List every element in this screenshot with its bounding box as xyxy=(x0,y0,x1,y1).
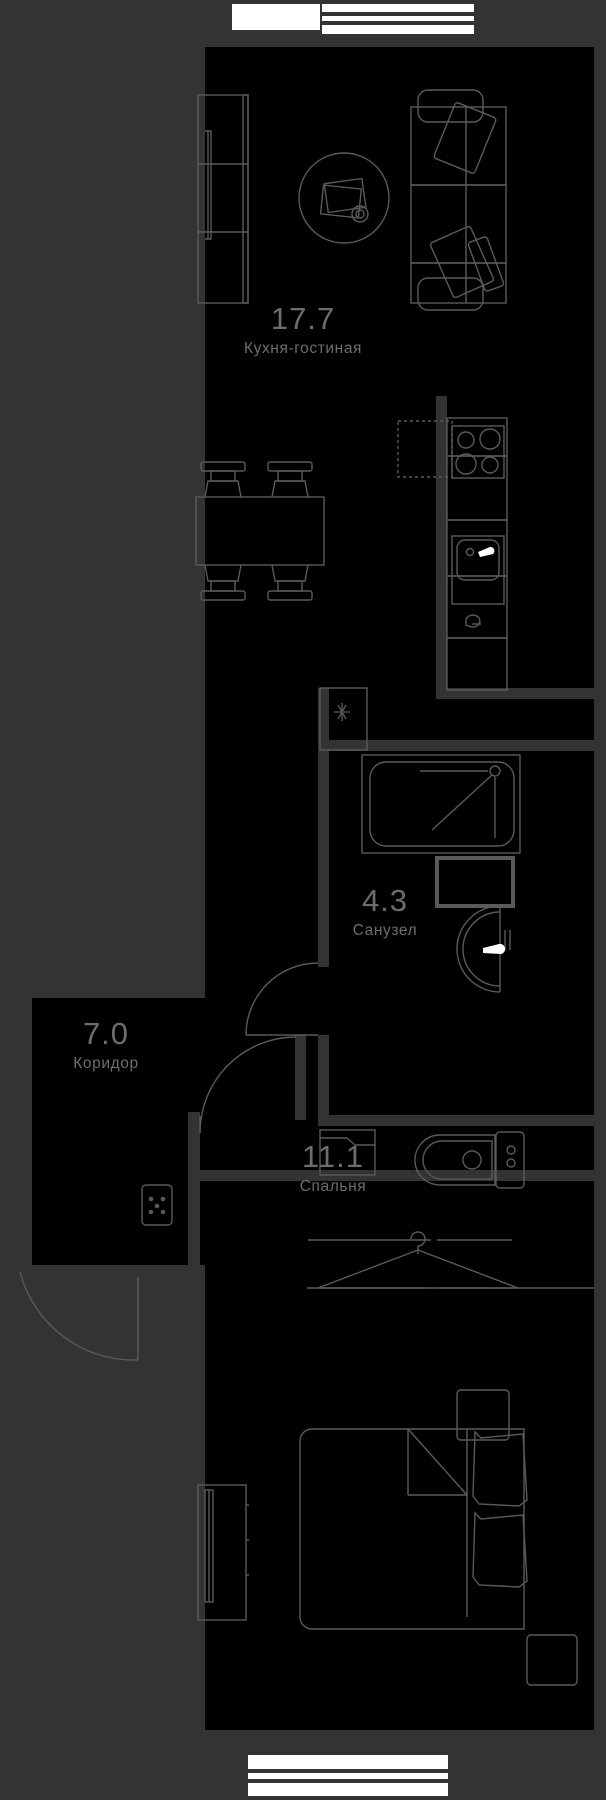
partition-walls xyxy=(188,396,606,1282)
window-bottom xyxy=(248,1755,448,1796)
radiator-icon xyxy=(197,1484,249,1621)
stove-icon xyxy=(451,425,505,479)
wall-bathroom-west xyxy=(318,745,329,967)
toilet-icon xyxy=(414,1131,525,1189)
dresser-icon xyxy=(319,1129,376,1176)
sink-icon xyxy=(451,535,505,605)
door-swing-icon[interactable] xyxy=(245,962,319,1036)
nightstand-icon xyxy=(526,1634,578,1686)
cabinet-icon xyxy=(435,856,515,908)
furniture-layer xyxy=(195,89,594,1686)
doors-layer xyxy=(19,962,319,1361)
washing-machine-icon xyxy=(319,687,368,751)
utensil-icon xyxy=(465,614,481,628)
window-top-right xyxy=(322,4,474,34)
counter-icon xyxy=(446,417,508,691)
door-swing-icon[interactable] xyxy=(199,1036,297,1134)
chair-icon xyxy=(200,461,246,601)
wall-bathroom-bottom xyxy=(318,1115,606,1126)
nightstand-icon xyxy=(456,1389,510,1441)
wall-corridor-bedroom xyxy=(188,1112,200,1282)
electrical-panel-icon xyxy=(141,1184,173,1226)
wall-kitchen-hall xyxy=(318,688,329,750)
round-table-icon xyxy=(298,152,390,244)
sofa-icon xyxy=(410,89,507,311)
wall-kitchen-niche-bottom xyxy=(436,688,596,699)
dining-table-icon xyxy=(195,496,325,566)
windows xyxy=(232,4,474,1796)
chair-icon xyxy=(267,461,313,601)
fridge-dashed-icon xyxy=(397,420,453,478)
washbasin-icon xyxy=(456,905,511,993)
wall-bathroom-top xyxy=(318,740,606,751)
wall-bathroom-west-lower xyxy=(318,1035,329,1120)
wall-wardrobe-bottom xyxy=(194,1170,606,1181)
bed-icon xyxy=(299,1428,528,1630)
window-top-left xyxy=(232,4,320,30)
wall-kitchen-niche xyxy=(436,396,447,692)
cabinet-icon xyxy=(197,94,249,304)
door-swing-icon[interactable] xyxy=(19,1271,139,1361)
bathtub-icon xyxy=(361,754,521,854)
wall-wardrobe-west xyxy=(295,1035,306,1120)
